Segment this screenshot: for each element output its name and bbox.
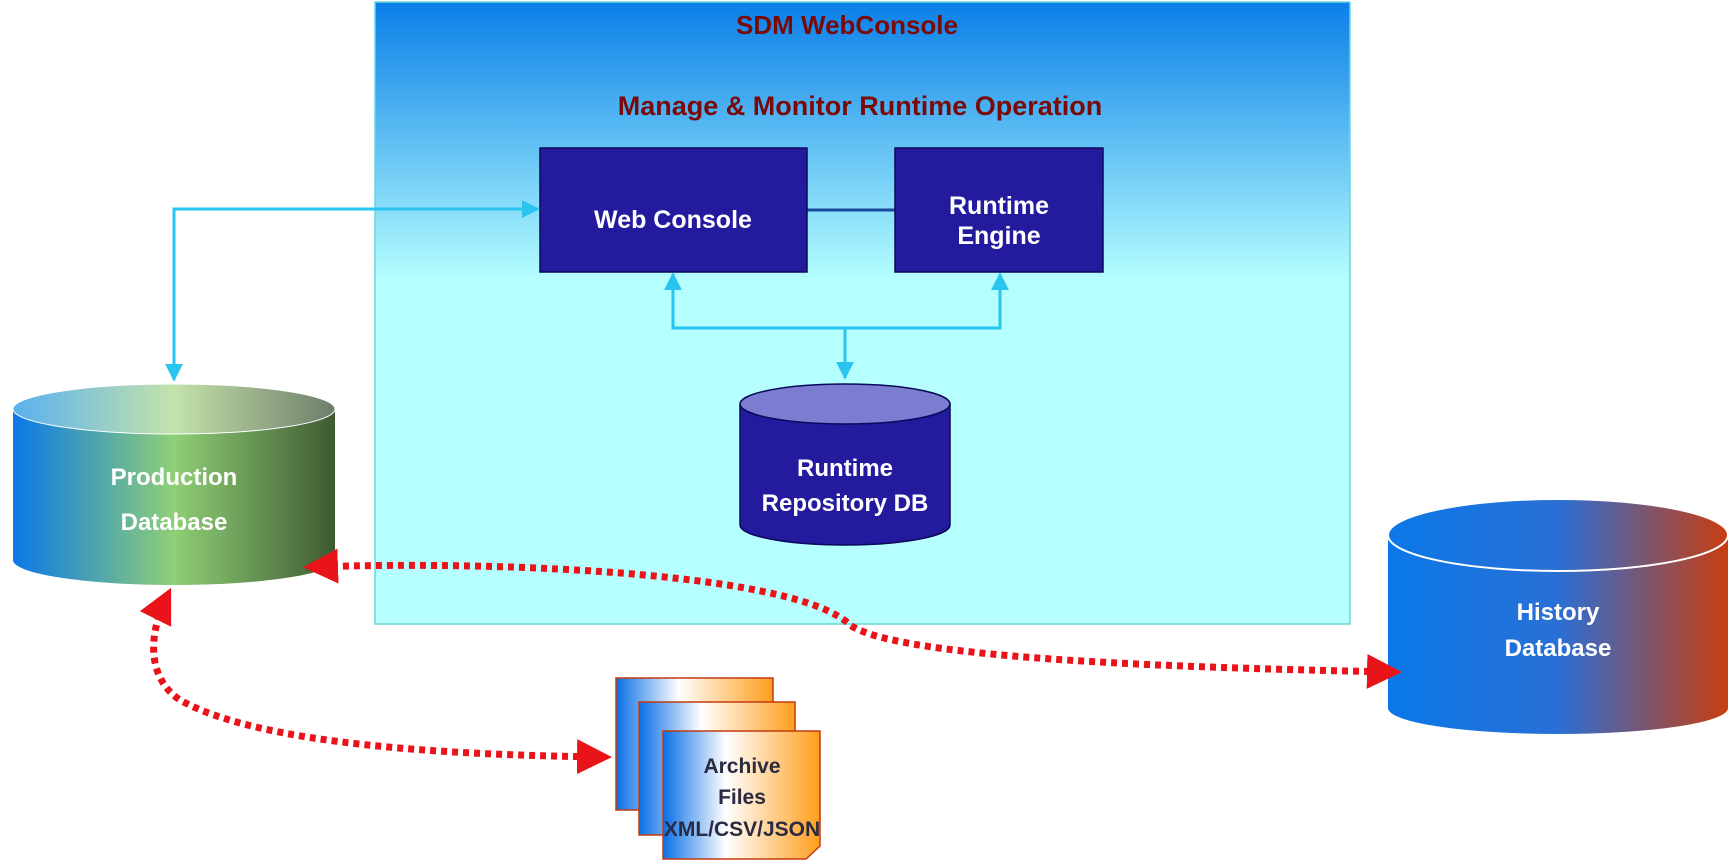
archive-line1: Archive	[703, 755, 780, 778]
history-db-line1: History	[1517, 599, 1600, 626]
connectors	[165, 200, 1009, 382]
archive-line2: Files	[718, 786, 766, 809]
repository-db-cylinder: Runtime Repository DB	[739, 383, 951, 546]
flow-production-archive	[139, 587, 612, 775]
web-console-box: Web Console	[539, 147, 808, 273]
history-db-line2: Database	[1505, 635, 1612, 662]
archive-files-stack: Archive Files XML/CSV/JSON	[615, 677, 821, 860]
repository-db-line2: Repository DB	[762, 490, 929, 517]
runtime-engine-line1: Runtime	[949, 192, 1049, 220]
data-flows	[139, 548, 1402, 775]
runtime-engine-box: Runtime Engine	[894, 147, 1104, 273]
flow-production-history	[303, 548, 1402, 689]
connector-repository-webconsole	[664, 272, 854, 380]
console-subtitle: Manage & Monitor Runtime Operation	[618, 91, 1103, 121]
connector-console-production	[165, 200, 540, 382]
archive-line3: XML/CSV/JSON	[664, 818, 820, 841]
production-db-cylinder: Production Database	[12, 383, 336, 585]
archive-file-front	[662, 730, 821, 860]
runtime-engine-line2: Engine	[957, 222, 1040, 250]
console-title: SDM WebConsole	[736, 10, 958, 40]
production-db-line2: Database	[121, 509, 228, 536]
web-console-label: Web Console	[594, 206, 752, 234]
repository-db-line1: Runtime	[797, 455, 893, 482]
history-db-cylinder: History Database	[1387, 498, 1729, 734]
connector-repository-engine	[845, 272, 1009, 330]
production-db-line1: Production	[111, 464, 238, 491]
